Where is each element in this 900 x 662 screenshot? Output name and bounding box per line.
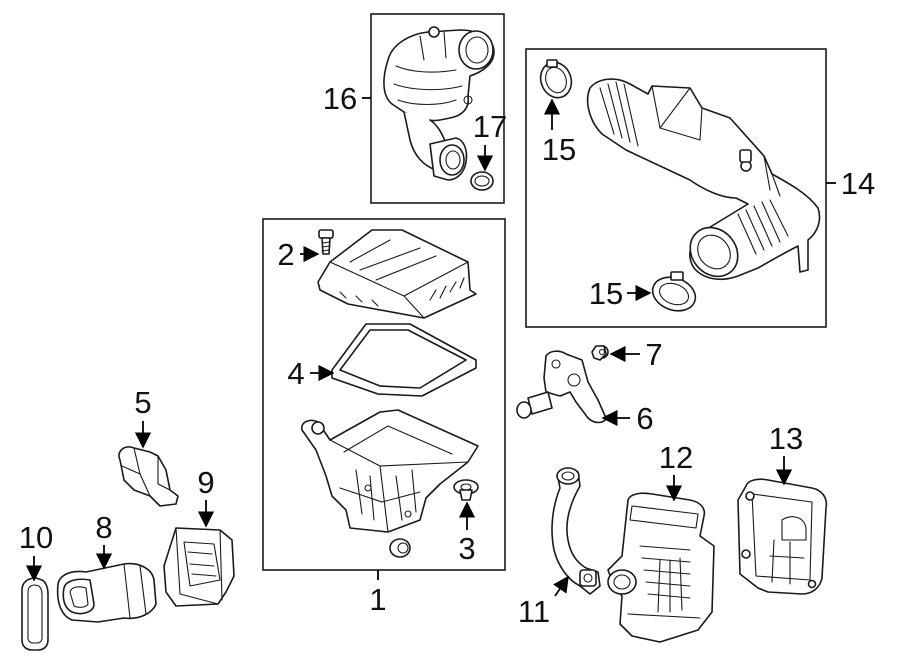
callout-12: 12	[659, 440, 693, 475]
cover-plate[interactable]	[737, 478, 828, 595]
callout-16: 16	[323, 81, 357, 116]
air-inlet-duct[interactable]	[163, 527, 235, 607]
callout-3: 3	[458, 531, 475, 566]
callout-11: 11	[518, 594, 550, 629]
callout-1: 1	[369, 582, 386, 617]
bolt[interactable]	[318, 229, 334, 255]
assembly-box-resonator	[370, 13, 505, 204]
lower-resonator-box[interactable]	[607, 492, 715, 643]
callout-15-upper: 15	[542, 132, 576, 167]
air-cleaner-housing[interactable]	[300, 409, 479, 533]
air-filter-element[interactable]	[331, 323, 477, 397]
callout-10: 10	[19, 520, 53, 555]
callout-7: 7	[645, 337, 662, 372]
hose-clamp-lower[interactable]	[648, 271, 700, 316]
mount-grommet[interactable]	[453, 479, 479, 501]
screw[interactable]	[591, 345, 609, 361]
assembly-box-air-cleaner	[262, 218, 506, 571]
grommet[interactable]	[389, 538, 411, 558]
callout-5: 5	[134, 385, 151, 420]
callout-2: 2	[277, 237, 294, 272]
callout-6: 6	[636, 401, 653, 436]
callout-13: 13	[769, 421, 803, 456]
o-ring[interactable]	[470, 171, 494, 191]
callout-4: 4	[287, 356, 304, 391]
assembly-box-intake-duct	[525, 48, 827, 328]
breather-hose[interactable]	[551, 467, 601, 595]
callout-8: 8	[95, 510, 112, 545]
callout-15-lower: 15	[589, 276, 623, 311]
mounting-bracket[interactable]	[118, 446, 179, 507]
inlet-seal[interactable]	[21, 577, 49, 651]
mass-airflow-sensor[interactable]	[516, 350, 607, 424]
callout-9: 9	[197, 465, 214, 500]
callout-17: 17	[473, 109, 507, 144]
air-inlet-snorkel[interactable]	[56, 562, 157, 623]
hose-clamp-upper[interactable]	[536, 58, 577, 102]
intake-duct[interactable]	[586, 78, 821, 286]
leader-11	[553, 575, 569, 597]
air-cleaner-cover[interactable]	[317, 229, 477, 319]
resonator-housing[interactable]	[383, 26, 495, 181]
callout-14: 14	[841, 166, 875, 201]
